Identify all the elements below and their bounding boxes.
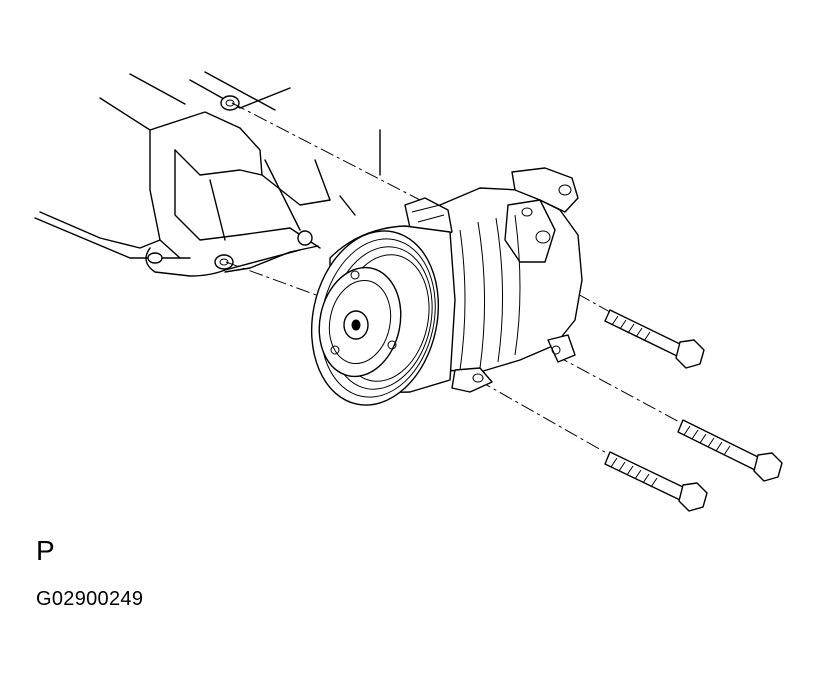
- view-letter-label: P: [36, 535, 55, 566]
- bolt: [604, 451, 708, 512]
- pulley: [310, 230, 440, 406]
- figure-code-label: G02900249: [36, 588, 144, 610]
- engine-block: [34, 71, 381, 277]
- bolt: [604, 309, 705, 369]
- bolt: [677, 419, 783, 482]
